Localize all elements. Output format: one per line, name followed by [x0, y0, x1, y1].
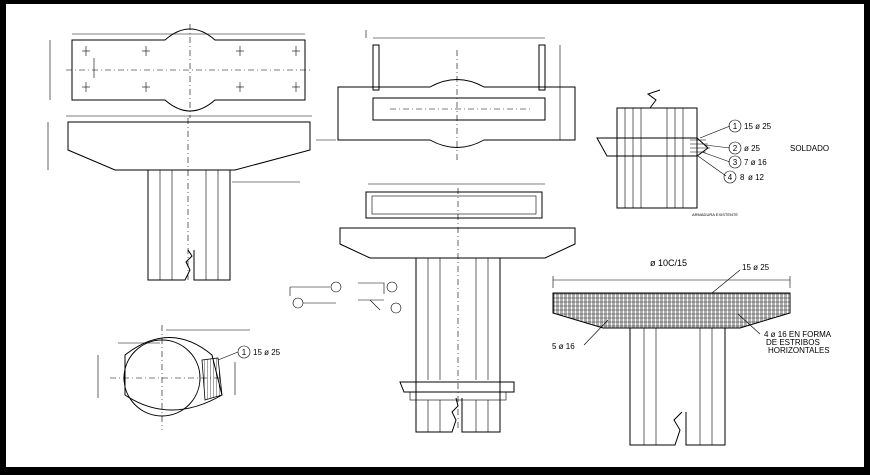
cap-section-top-center: [337, 30, 576, 160]
svg-text:ARMADURA EXISTENTE: ARMADURA EXISTENTE: [692, 212, 738, 217]
small-bar-details: [289, 281, 402, 314]
callout-number-4: 4: [728, 173, 733, 182]
callout-number-1: 1: [733, 122, 738, 131]
circle-callout-number: 1: [242, 348, 247, 357]
bar-label-1: 15 ø 25: [744, 122, 772, 131]
stirrups-line-2: DE ESTRIBOS: [766, 338, 820, 347]
cap-top-bars: 15 ø 25: [742, 263, 770, 272]
cap-left-bars: 5 ø 16: [552, 342, 575, 351]
bar-label-2: ø 25: [744, 144, 761, 153]
bar-label-3: 7 ø 16: [744, 158, 767, 167]
cap-elevation-left: [47, 115, 336, 281]
stirrups-line-1: 4 ø 16 EN FORMA: [764, 330, 832, 339]
column-elevation-center: [339, 183, 576, 433]
circle-bar-label: 15 ø 25: [253, 348, 281, 357]
soldado-label: SOLDADO: [790, 144, 829, 153]
sheet-background: [6, 4, 864, 467]
cap-plan-view: [49, 24, 312, 118]
cap-reinforcement-elevation: ø 10C/15 15 ø 25 5 ø 16 4 ø 16 EN FORMA …: [552, 258, 832, 446]
bar-label-4: ø 12: [748, 173, 765, 182]
cap-top-label: ø 10C/15: [650, 258, 687, 268]
column-circular-section: 1 15 ø 25: [97, 325, 281, 430]
bar-label-4-count: 8: [740, 173, 745, 182]
callout-number-3: 3: [733, 158, 738, 167]
stirrups-line-3: HORIZONTALES: [768, 346, 830, 355]
callout-number-2: 2: [733, 144, 738, 153]
rebar-detail: ARMADURA EXISTENTE 1 15 ø 25 2 ø 25 SOLD…: [596, 89, 829, 217]
